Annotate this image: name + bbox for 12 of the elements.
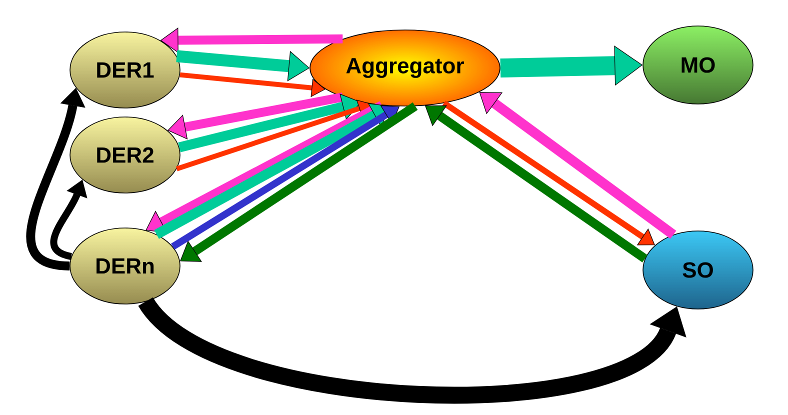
ellipse-node: DER2 xyxy=(70,116,180,194)
curved-arrow xyxy=(139,296,686,404)
ellipse-node: MO xyxy=(642,26,754,104)
block-arrow xyxy=(442,100,655,246)
ellipse-node: DERn xyxy=(70,228,180,304)
block-arrow xyxy=(176,100,372,172)
ellipse-node: Aggregator xyxy=(310,30,500,106)
block-arrow xyxy=(479,92,676,239)
ellipse-node: SO xyxy=(642,230,754,310)
curved-arrow xyxy=(50,180,88,260)
block-arrow xyxy=(168,92,344,140)
ellipse-node: DER1 xyxy=(70,32,180,108)
